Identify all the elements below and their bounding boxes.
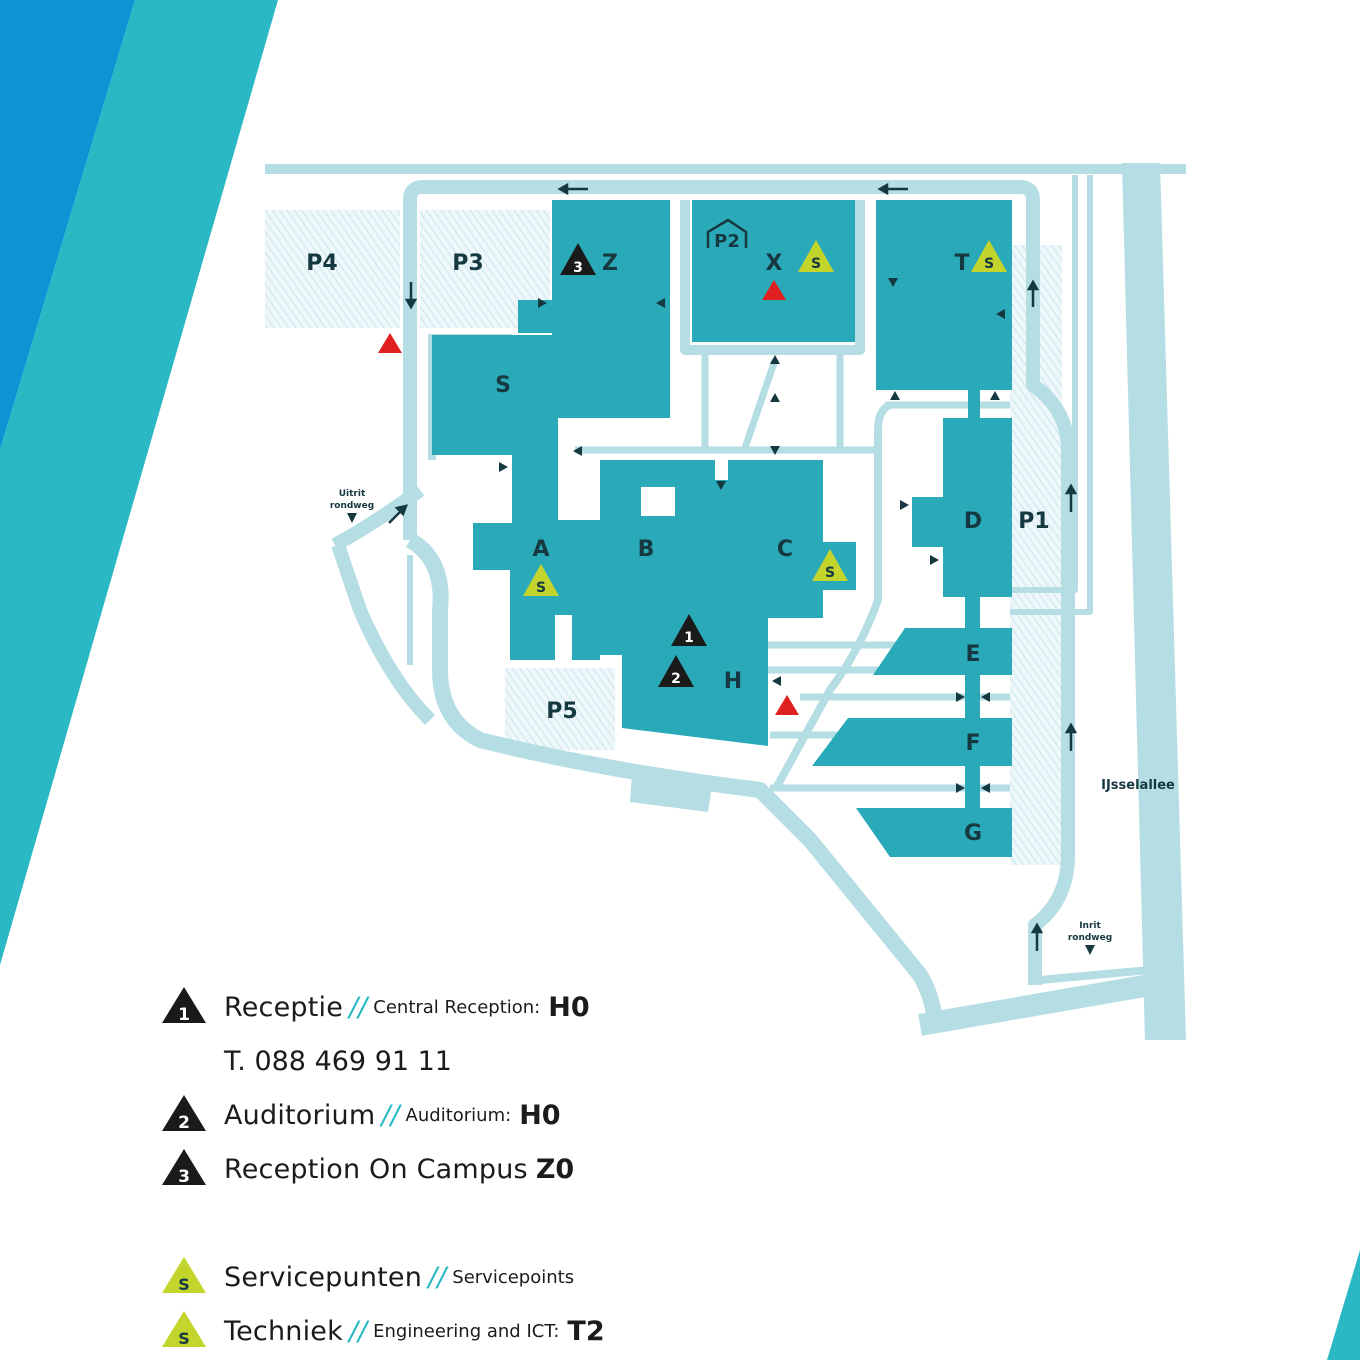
exit-arrow-icon bbox=[347, 513, 357, 523]
legend-campus-code: Z0 bbox=[535, 1153, 575, 1185]
legend-servicepoints-english: Servicepoints bbox=[452, 1266, 575, 1288]
building-labels: Z X T S A B C D E F G H bbox=[495, 251, 982, 846]
svg-text:S: S bbox=[984, 256, 994, 272]
label-parking-p2: P2 bbox=[714, 231, 740, 252]
label-building-h: H bbox=[724, 669, 742, 694]
legend-reception-english: Central Reception: bbox=[373, 996, 541, 1018]
legend-row-auditorium: 2 Auditorium // Auditorium: H0 bbox=[160, 1093, 561, 1137]
building-s bbox=[432, 335, 670, 458]
building-g bbox=[856, 808, 1012, 857]
campus-triangle-3-icon: 3 bbox=[162, 1149, 206, 1187]
red-triangle-markers bbox=[378, 280, 799, 715]
corridor-td bbox=[968, 388, 980, 420]
legend-row-servicepoints: S Servicepunten // Servicepoints bbox=[160, 1255, 574, 1299]
svg-text:S: S bbox=[178, 1329, 190, 1348]
svg-text:S: S bbox=[811, 256, 821, 272]
service-point-icon-t: S bbox=[971, 240, 1007, 272]
building-e bbox=[873, 628, 1012, 675]
legend-reception-label: Receptie bbox=[224, 991, 344, 1023]
svg-text:3: 3 bbox=[178, 1167, 190, 1187]
label-building-f: F bbox=[965, 731, 980, 756]
label-building-z: Z bbox=[602, 251, 618, 276]
red-triangle-icon bbox=[762, 280, 786, 300]
svg-text:2: 2 bbox=[178, 1113, 190, 1133]
building-d bbox=[912, 418, 1012, 597]
entry-arrow-icon bbox=[1085, 945, 1095, 955]
numbered-markers: 3 1 2 bbox=[560, 243, 707, 687]
legend-separator: // bbox=[349, 991, 368, 1023]
svg-text:3: 3 bbox=[573, 260, 583, 276]
legend-separator: // bbox=[381, 1099, 400, 1131]
label-parking-p3: P3 bbox=[452, 251, 483, 276]
service-markers: S S S S bbox=[523, 240, 1007, 596]
traffic-arrows bbox=[388, 182, 1078, 951]
service-point-icon-x: S bbox=[798, 240, 834, 272]
label-building-d: D bbox=[964, 509, 982, 534]
service-point-icon-c: S bbox=[812, 549, 848, 581]
legend-row-campus: 3 Reception On Campus Z0 bbox=[160, 1147, 574, 1191]
legend-auditorium-code: H0 bbox=[519, 1099, 561, 1131]
road-labels: Uitrit rondweg Inrit rondweg IJsselallee bbox=[330, 489, 1175, 955]
parking-areas bbox=[265, 210, 1062, 865]
svg-text:2: 2 bbox=[671, 671, 681, 687]
entrance-markers bbox=[499, 278, 1005, 793]
reception-on-campus-icon: 3 bbox=[560, 243, 596, 276]
svg-text:S: S bbox=[178, 1275, 190, 1294]
decor-band-teal-corner bbox=[1327, 1250, 1360, 1360]
legend-row-reception: 1 Receptie // Central Reception: H0 bbox=[160, 985, 590, 1029]
legend-row-phone: T. 088 469 91 11 bbox=[160, 1039, 452, 1083]
label-building-t: T bbox=[954, 251, 969, 276]
parking-labels: P4 P3 P1 P5 P2 bbox=[306, 218, 1050, 724]
street-label: IJsselallee bbox=[1101, 778, 1175, 793]
legend-row-engineering: S Techniek // Engineering and ICT: T2 bbox=[160, 1309, 605, 1353]
svg-text:S: S bbox=[536, 580, 546, 596]
central-reception-icon: 1 bbox=[671, 614, 707, 646]
service-triangle-icon: S bbox=[162, 1311, 206, 1348]
legend-reception-code: H0 bbox=[548, 991, 590, 1023]
parking-garage-icon bbox=[706, 218, 748, 248]
svg-text:S: S bbox=[825, 565, 835, 581]
building-a bbox=[473, 455, 600, 660]
auditorium-triangle-2-icon: 2 bbox=[162, 1095, 206, 1133]
legend-campus-label: Reception On Campus bbox=[224, 1153, 528, 1185]
svg-text:1: 1 bbox=[684, 630, 694, 646]
auditorium-icon: 2 bbox=[658, 655, 694, 687]
legend-engineering-code: T2 bbox=[567, 1315, 605, 1347]
decor-band-teal bbox=[0, 0, 278, 965]
building-b-courtyard bbox=[641, 487, 675, 516]
label-parking-p1: P1 bbox=[1018, 509, 1049, 534]
legend-engineering-english: Engineering and ICT: bbox=[373, 1320, 560, 1342]
label-building-g: G bbox=[964, 821, 982, 846]
service-triangle-icon: S bbox=[162, 1257, 206, 1294]
entry-label-line2: rondweg bbox=[1068, 933, 1112, 943]
legend-phone: T. 088 469 91 11 bbox=[224, 1045, 452, 1077]
label-building-c: C bbox=[777, 537, 793, 562]
label-parking-p4: P4 bbox=[306, 251, 337, 276]
red-triangle-icon bbox=[378, 333, 402, 353]
label-building-e: E bbox=[965, 642, 980, 667]
exit-label-line2: rondweg bbox=[330, 501, 374, 511]
svg-text:1: 1 bbox=[178, 1005, 190, 1025]
building-f bbox=[812, 718, 1012, 766]
reception-triangle-1-icon: 1 bbox=[162, 987, 206, 1025]
legend-auditorium-label: Auditorium bbox=[224, 1099, 376, 1131]
label-building-x: X bbox=[766, 251, 783, 276]
legend-separator: // bbox=[428, 1261, 447, 1293]
label-parking-p5: P5 bbox=[546, 699, 577, 724]
building-h bbox=[622, 640, 768, 746]
label-building-s: S bbox=[495, 373, 511, 398]
label-building-b: B bbox=[638, 537, 655, 562]
service-point-icon-a: S bbox=[523, 564, 559, 596]
legend-engineering-label: Techniek bbox=[224, 1315, 343, 1347]
entry-label-line1: Inrit bbox=[1079, 921, 1101, 931]
building-t bbox=[876, 200, 1012, 390]
legend-servicepoints-label: Servicepunten bbox=[224, 1261, 423, 1293]
legend-separator: // bbox=[348, 1315, 368, 1347]
red-triangle-icon bbox=[775, 695, 799, 715]
legend-auditorium-english: Auditorium: bbox=[405, 1104, 512, 1126]
exit-label-line1: Uitrit bbox=[339, 489, 366, 499]
label-building-a: A bbox=[532, 537, 549, 562]
